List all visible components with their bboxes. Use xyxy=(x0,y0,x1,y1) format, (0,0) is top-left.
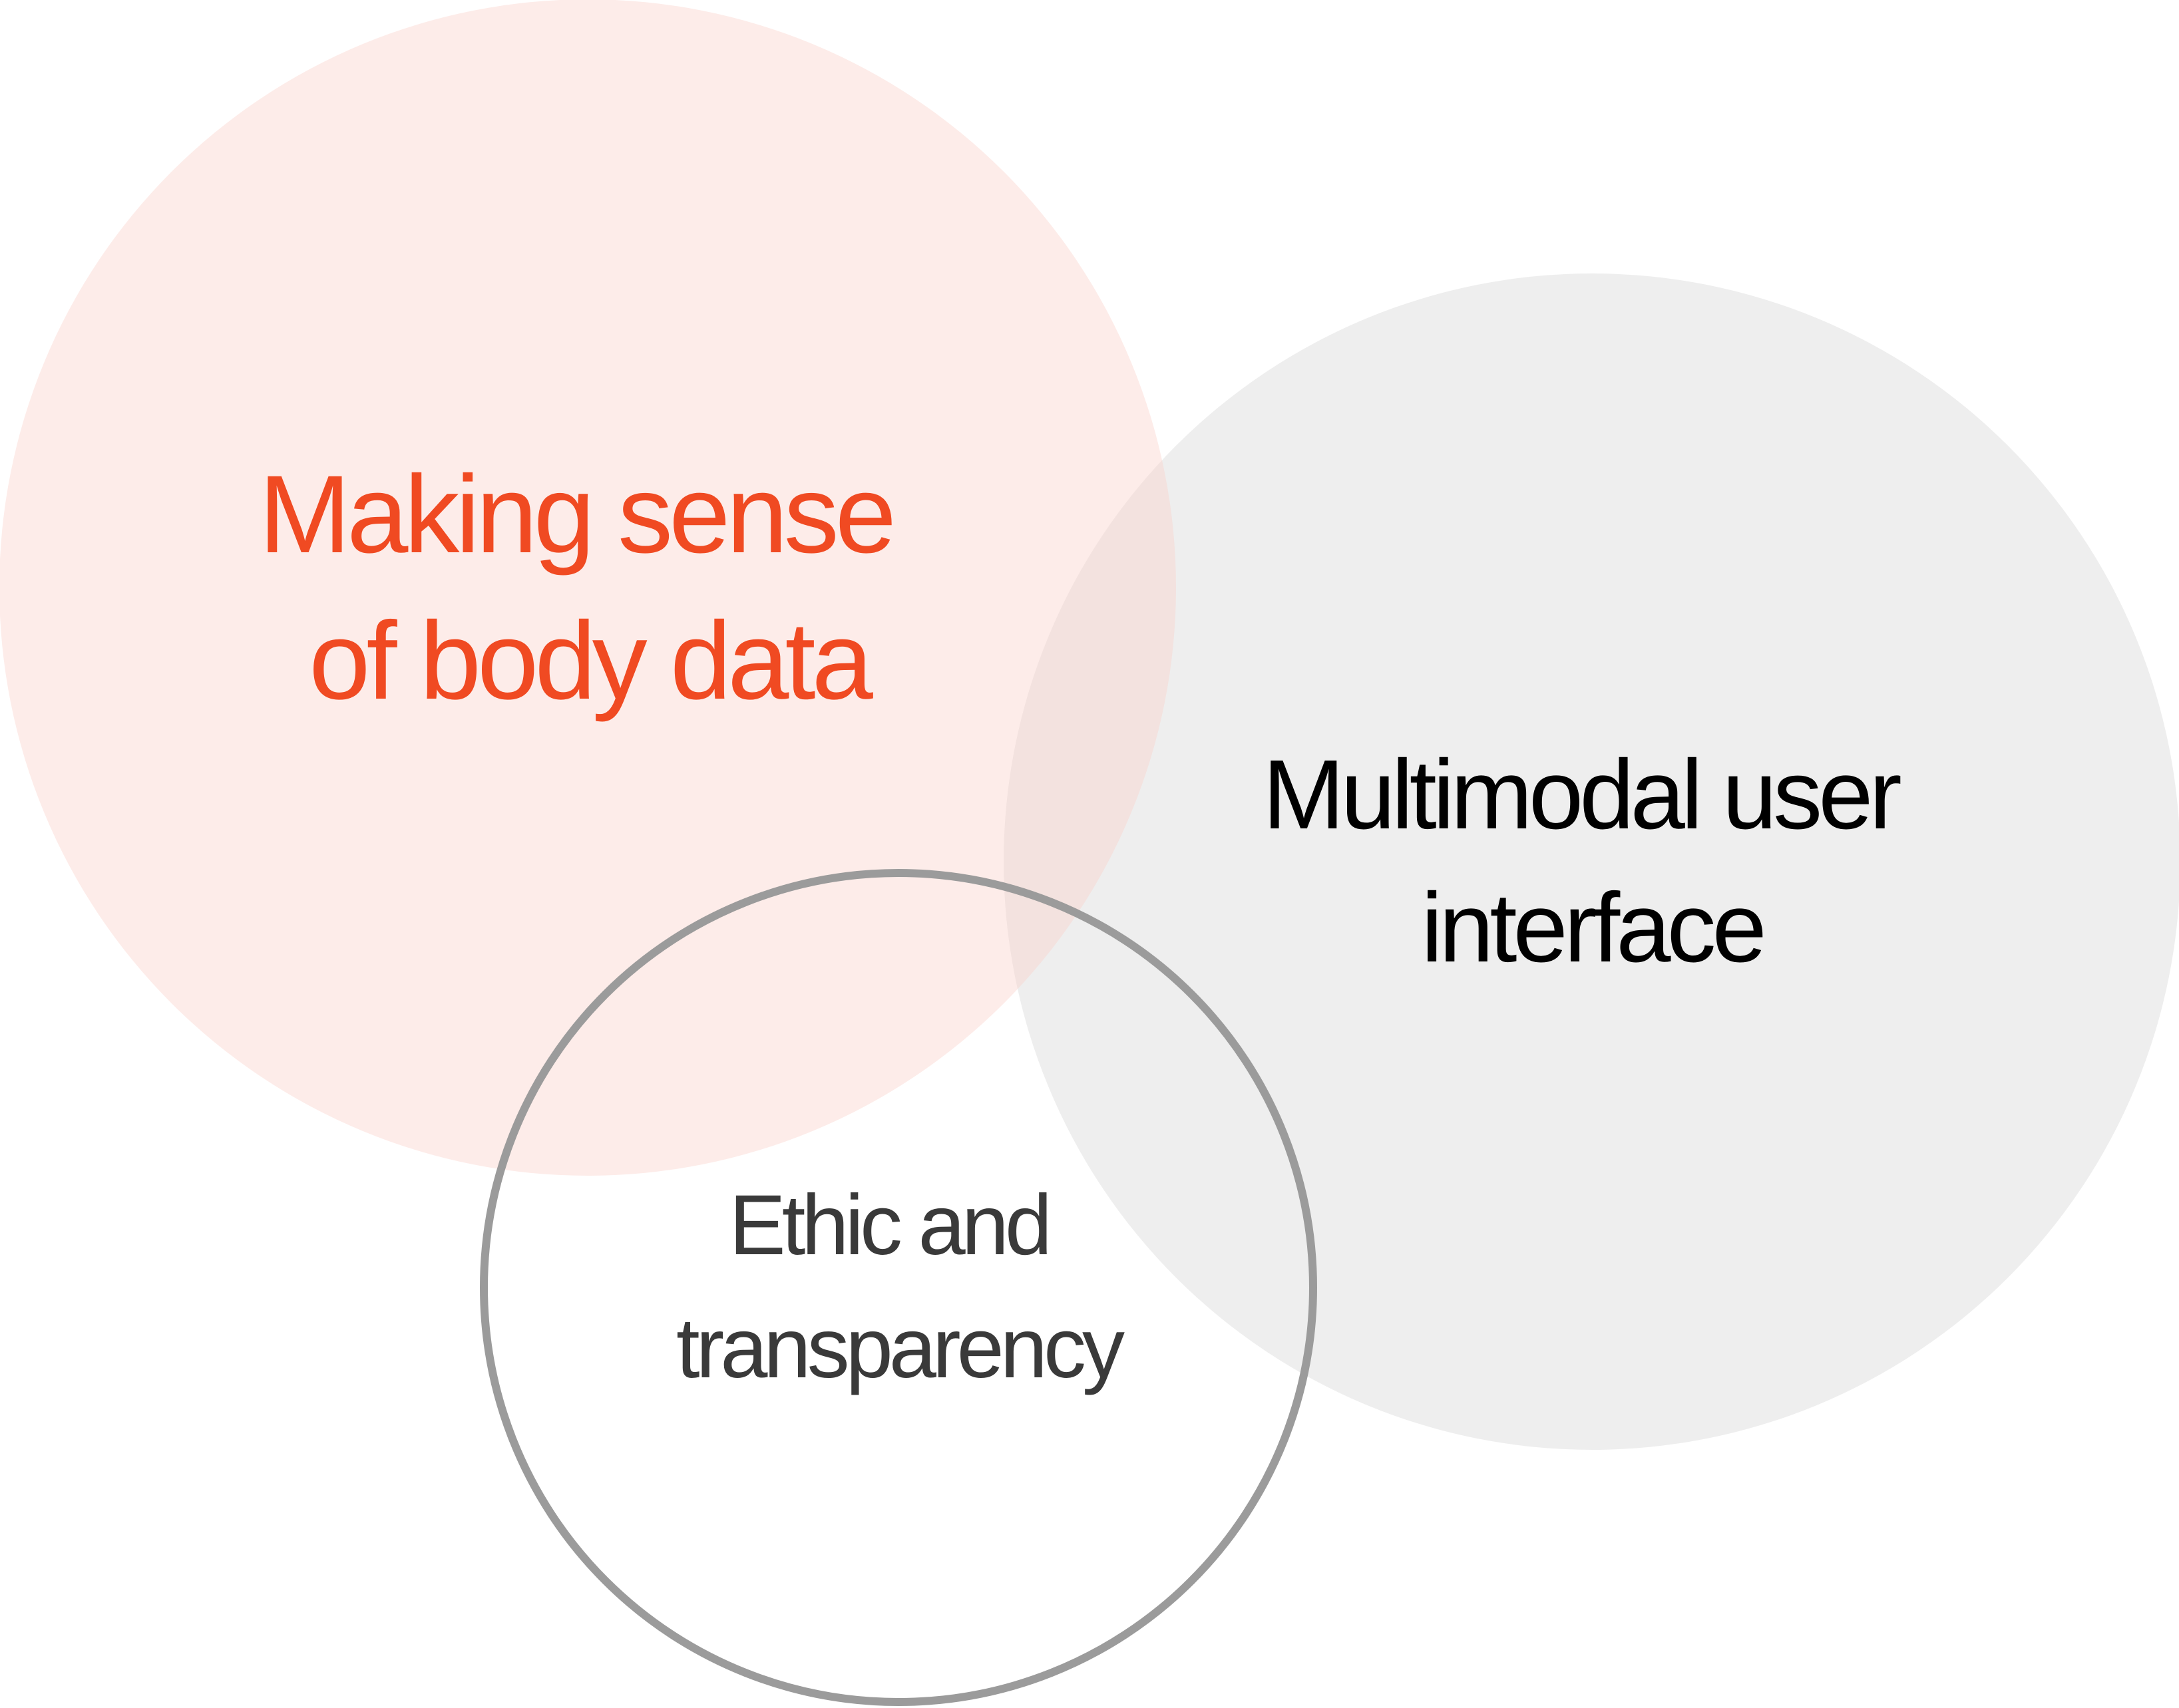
label-ethic: Ethic and transparency xyxy=(676,1178,1125,1396)
label-ethic-line-2: transparency xyxy=(676,1301,1125,1396)
label-ethic-line-1: Ethic and xyxy=(729,1178,1048,1273)
circle-making-sense-of-body-data xyxy=(0,0,1176,1176)
circle-multimodal-user-interface xyxy=(1004,273,2179,1450)
label-multimodal: Multimodal user interface xyxy=(1263,740,1921,983)
label-multimodal-line-1: Multimodal user xyxy=(1263,740,1900,850)
label-body-data-line-2: of body data xyxy=(309,599,873,723)
label-multimodal-line-2: interface xyxy=(1421,873,1763,983)
label-body-data-line-1: Making sense xyxy=(259,453,892,576)
label-body-data: Making sense of body data xyxy=(259,453,919,723)
circle-ethic-and-transparency xyxy=(480,869,1317,1706)
